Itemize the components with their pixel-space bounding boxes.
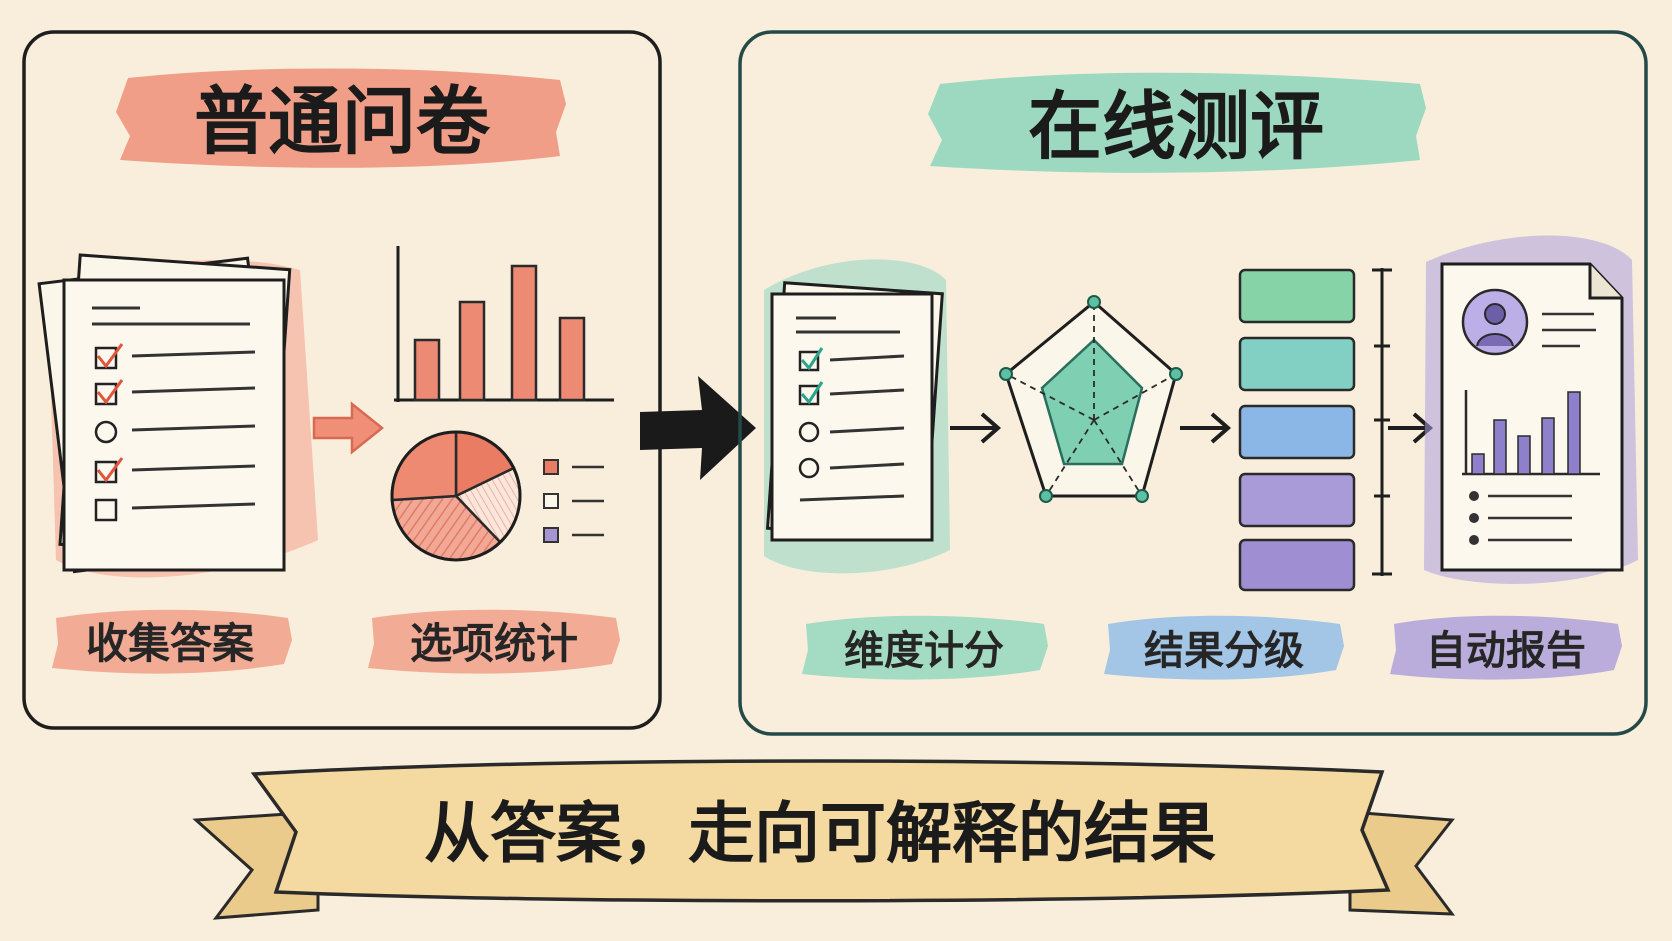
left-panel-frame (22, 30, 662, 730)
questionnaire-stack-icon (764, 259, 950, 574)
grade-label-brush (1104, 615, 1344, 680)
arrow-right-icon (1388, 412, 1434, 444)
radio-icon (798, 421, 820, 443)
radar-chart-icon (999, 295, 1183, 503)
score-label-brush (802, 615, 1048, 680)
step-label-collect: 收集答案 (86, 619, 255, 668)
left-title-brush (116, 68, 566, 168)
checked-box-icon (94, 343, 124, 370)
checked-box-icon (94, 457, 124, 484)
arrow-right-icon (950, 412, 1002, 444)
empty-box-icon (94, 498, 118, 522)
checked-box-icon (94, 379, 124, 406)
ribbon-banner: 从答案，走向可解释的结果 (192, 759, 1456, 920)
stats-label-brush (368, 609, 620, 674)
step-label-report: 自动报告 (1426, 628, 1586, 674)
banner-text: 从答案，走向可解释的结果 (424, 795, 1216, 872)
big-arrow-icon (640, 376, 756, 480)
right-panel-frame (738, 30, 1648, 736)
collect-label-brush (52, 609, 292, 674)
right-title-brush (928, 72, 1426, 173)
step-label-stats: 选项统计 (410, 619, 578, 668)
radio-icon (798, 457, 820, 479)
left-panel: 普通问卷 (22, 30, 662, 730)
left-panel-title: 普通问卷 (194, 79, 491, 165)
coral-arrow-icon (312, 401, 385, 455)
step-label-score: 维度计分 (844, 628, 1004, 674)
bar-chart-icon (394, 246, 614, 402)
checked-box-icon (798, 381, 824, 406)
report-label-brush (1390, 615, 1622, 680)
arrow-right-icon (1180, 412, 1232, 444)
avatar-icon (1461, 288, 1529, 356)
right-panel: 在线测评 (738, 30, 1648, 736)
pie-chart-icon (390, 430, 522, 562)
radio-icon (94, 420, 118, 444)
ribbon-main (250, 759, 1391, 903)
report-document-icon (1424, 235, 1638, 584)
legend-icon (543, 459, 604, 543)
right-panel-title: 在线测评 (1028, 84, 1324, 170)
questionnaire-stack-icon (37, 253, 318, 578)
grade-levels-icon (1238, 268, 1392, 592)
step-label-grade: 结果分级 (1144, 628, 1304, 674)
checked-box-icon (798, 347, 824, 372)
